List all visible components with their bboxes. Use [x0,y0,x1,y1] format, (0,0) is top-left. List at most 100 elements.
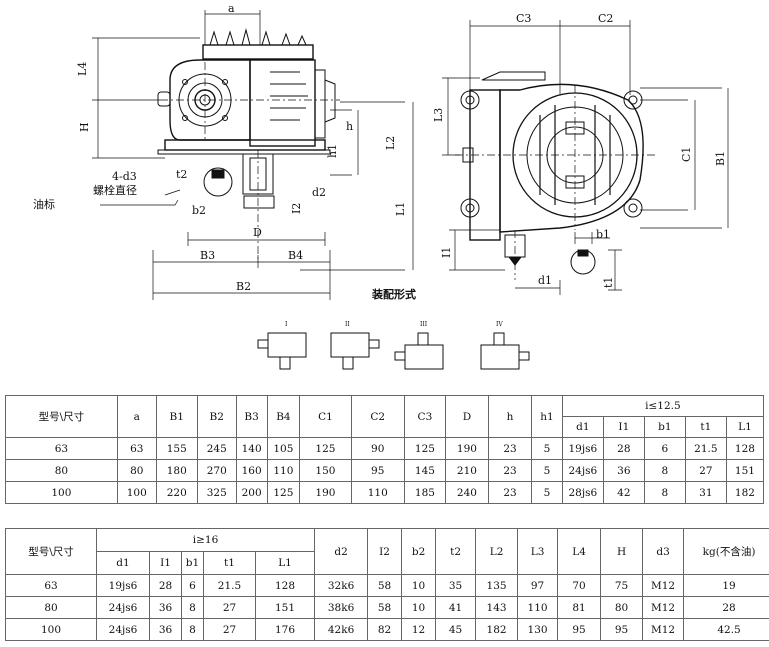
t1-sub-L1: L1 [725,416,765,438]
table-cell: 150 [299,459,352,482]
table-cell: 63 [5,574,97,597]
table-cell: 110 [266,459,301,482]
table-cell: 38k6 [314,596,369,619]
label-D: D [253,226,262,239]
label-b1: b1 [596,228,610,241]
label-L1: L1 [394,202,407,216]
table-cell: 27 [684,459,727,482]
label-b2: b2 [192,204,206,217]
label-B3: B3 [200,249,215,262]
label-C1: C1 [680,147,693,162]
table-cell: 145 [403,459,446,482]
label-B2: B2 [236,280,251,293]
table-cell: 80 [600,596,644,619]
table-cell: 36 [149,596,182,619]
table-cell: 100 [116,481,157,504]
reducer-drawing: a L4 H 4-d3 螺栓直径 油标 t2 b2 D B3 B4 B2 h h… [33,2,729,370]
table-cell: 8 [643,481,686,504]
table-cell: 10 [401,596,437,619]
form-label-3: III [420,321,428,328]
table-cell: 70 [557,574,602,597]
label-L2: L2 [384,136,397,150]
label-a: a [228,2,235,15]
table-cell: 42.5 [683,618,769,641]
t1-col-B2: B2 [196,395,237,438]
table-cell: 100 [5,481,118,504]
table-cell: 63 [5,437,118,460]
table-cell: 42k6 [314,618,369,641]
t1-col-B4: B4 [266,395,301,438]
t1-sub-d1: d1 [561,416,604,438]
table-cell: 5 [531,437,563,460]
table-cell: 155 [155,437,198,460]
table-cell: 110 [350,481,405,504]
table-cell: 125 [266,481,301,504]
table-cell: 240 [444,481,489,504]
table-cell: 5 [531,481,563,504]
table-cell: 12 [401,618,437,641]
side-view [442,20,729,295]
table-cell: 5 [531,459,563,482]
table-cell: 245 [196,437,237,460]
table-cell: 45 [435,618,477,641]
t2-sub-I1: I1 [149,551,182,575]
table-cell: 125 [403,437,446,460]
table-cell: 190 [444,437,489,460]
table-cell: 185 [403,481,446,504]
table-cell: 182 [475,618,519,641]
table-cell: 182 [725,481,765,504]
table-cell: 28 [149,574,182,597]
t2-col-d3: d3 [642,528,685,575]
label-L4: L4 [76,62,89,76]
label-B4: B4 [288,249,303,262]
table-cell: 35 [435,574,477,597]
table-cell: 143 [475,596,519,619]
t1-col-h: h [487,395,533,438]
label-assembly: 装配形式 [371,287,416,301]
t2-col-I2: I2 [367,528,403,575]
label-I1: I1 [440,247,453,258]
table-cell: 19js6 [96,574,150,597]
table-cell: 28js6 [561,481,604,504]
table-cell: 8 [181,596,204,619]
t1-col-a: a [116,395,157,438]
t2-sub-d1: d1 [96,551,150,575]
t1-col-B3: B3 [235,395,268,438]
t1-sub-I1: I1 [602,416,645,438]
table-cell: 200 [235,481,268,504]
table-cell: 21.5 [203,574,256,597]
table-cell: 32k6 [314,574,369,597]
spec-table-1: 型号\尺寸 a B1 B2 B3 B4 C1 C2 C3 D h h1 i≤12… [5,395,765,504]
t2-col-b2: b2 [401,528,437,575]
label-H: H [78,122,91,132]
label-I2: I2 [290,203,303,214]
label-bolt: 螺栓直径 [93,183,137,197]
t2-sub-b1: b1 [181,551,204,575]
label-C3: C3 [516,12,531,25]
label-d2: d2 [312,186,326,199]
table-cell: M12 [642,574,685,597]
t1-group-label: i≤12.5 [561,395,765,417]
table-cell: 28 [602,437,645,460]
table-cell: 100 [5,618,97,641]
table-cell: 58 [367,596,403,619]
table-cell: 75 [600,574,644,597]
table-cell: 42 [602,481,645,504]
table-cell: 31 [684,481,727,504]
label-L3: L3 [432,108,445,122]
table-cell: 125 [299,437,352,460]
table-cell: 81 [557,596,602,619]
table-cell: 135 [475,574,519,597]
form-label-2: II [345,321,350,328]
table-cell: 180 [155,459,198,482]
table-cell: 105 [266,437,301,460]
table-cell: 6 [643,437,686,460]
table-cell: 23 [487,481,533,504]
table-cell: 80 [116,459,157,482]
table-cell: 63 [116,437,157,460]
